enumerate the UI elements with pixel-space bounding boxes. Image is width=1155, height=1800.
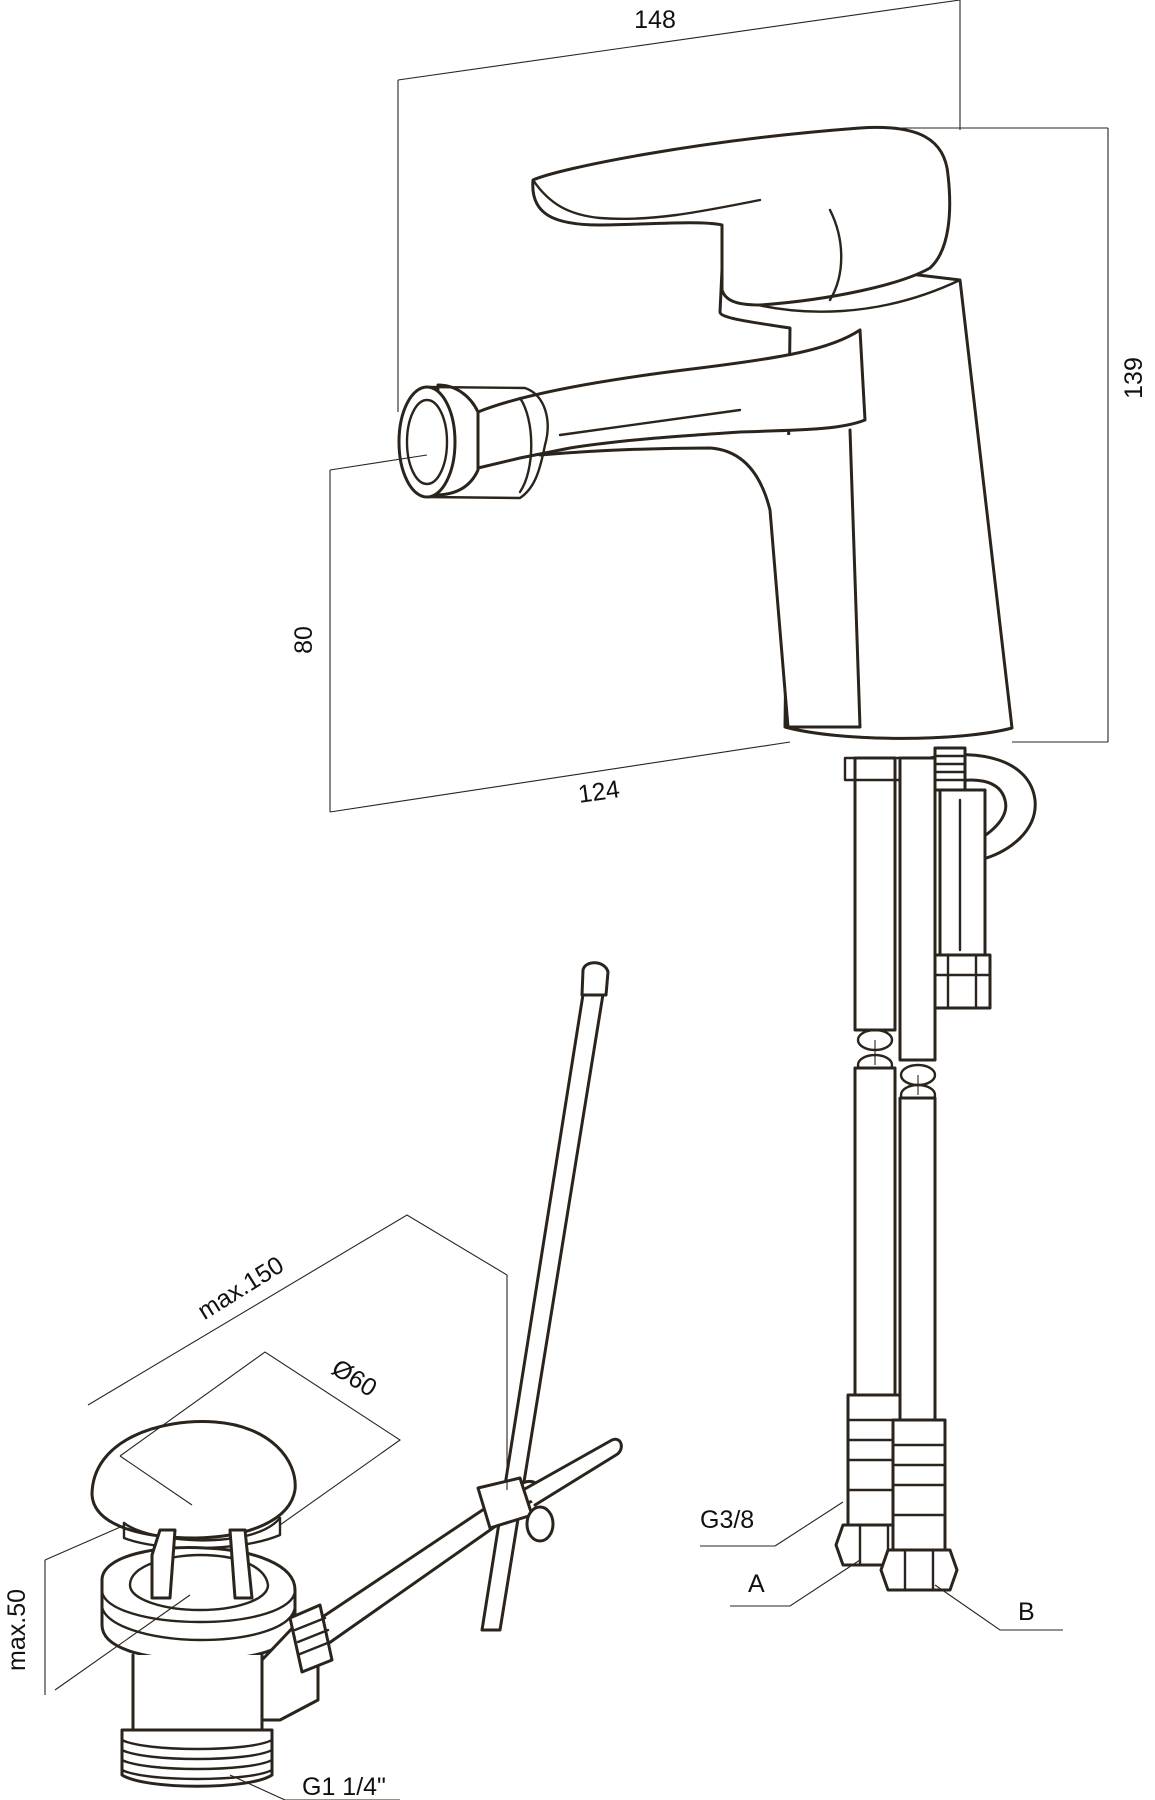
hose-thread-label: G3/8 — [700, 1506, 754, 1534]
dimension-148-label: 148 — [634, 6, 676, 34]
dimension-139: 139 — [880, 127, 1148, 743]
hose-a-upper — [843, 756, 902, 1065]
dimension-80-label: 80 — [290, 626, 318, 654]
mounting-clamp — [928, 746, 1037, 1010]
drain-lever — [298, 1437, 623, 1657]
callout-g38: G3/8 — [700, 1501, 844, 1547]
dimension-148: 148 — [397, 0, 961, 412]
drain-max-height-label: max.50 — [3, 1589, 31, 1671]
hose-b-upper — [898, 756, 937, 1095]
drain-body — [100, 1528, 334, 1788]
inlet-a-label: A — [748, 1570, 765, 1598]
spout — [397, 328, 867, 729]
callout-b: B — [934, 1584, 1063, 1631]
dimension-80: 80 — [290, 454, 428, 812]
dimension-124: 124 — [329, 741, 791, 813]
drain-thread-label: G1 1/4" — [302, 1773, 386, 1800]
plug-diameter-label: Ø60 — [327, 1354, 382, 1403]
mixer-body — [718, 266, 1014, 740]
callout-a: A — [730, 1559, 861, 1607]
pull-rod — [480, 961, 610, 1632]
dimension-max50: max.50 — [3, 1524, 191, 1695]
inlet-b-label: B — [1018, 1598, 1035, 1626]
lever-handle — [531, 125, 952, 307]
hose-b-lower — [879, 1083, 959, 1592]
drain-plug — [90, 1420, 297, 1550]
dimension-124-label: 124 — [576, 775, 621, 809]
dimension-g114: G1 1/4" — [229, 1773, 400, 1800]
dimension-139-label: 139 — [1120, 357, 1148, 399]
